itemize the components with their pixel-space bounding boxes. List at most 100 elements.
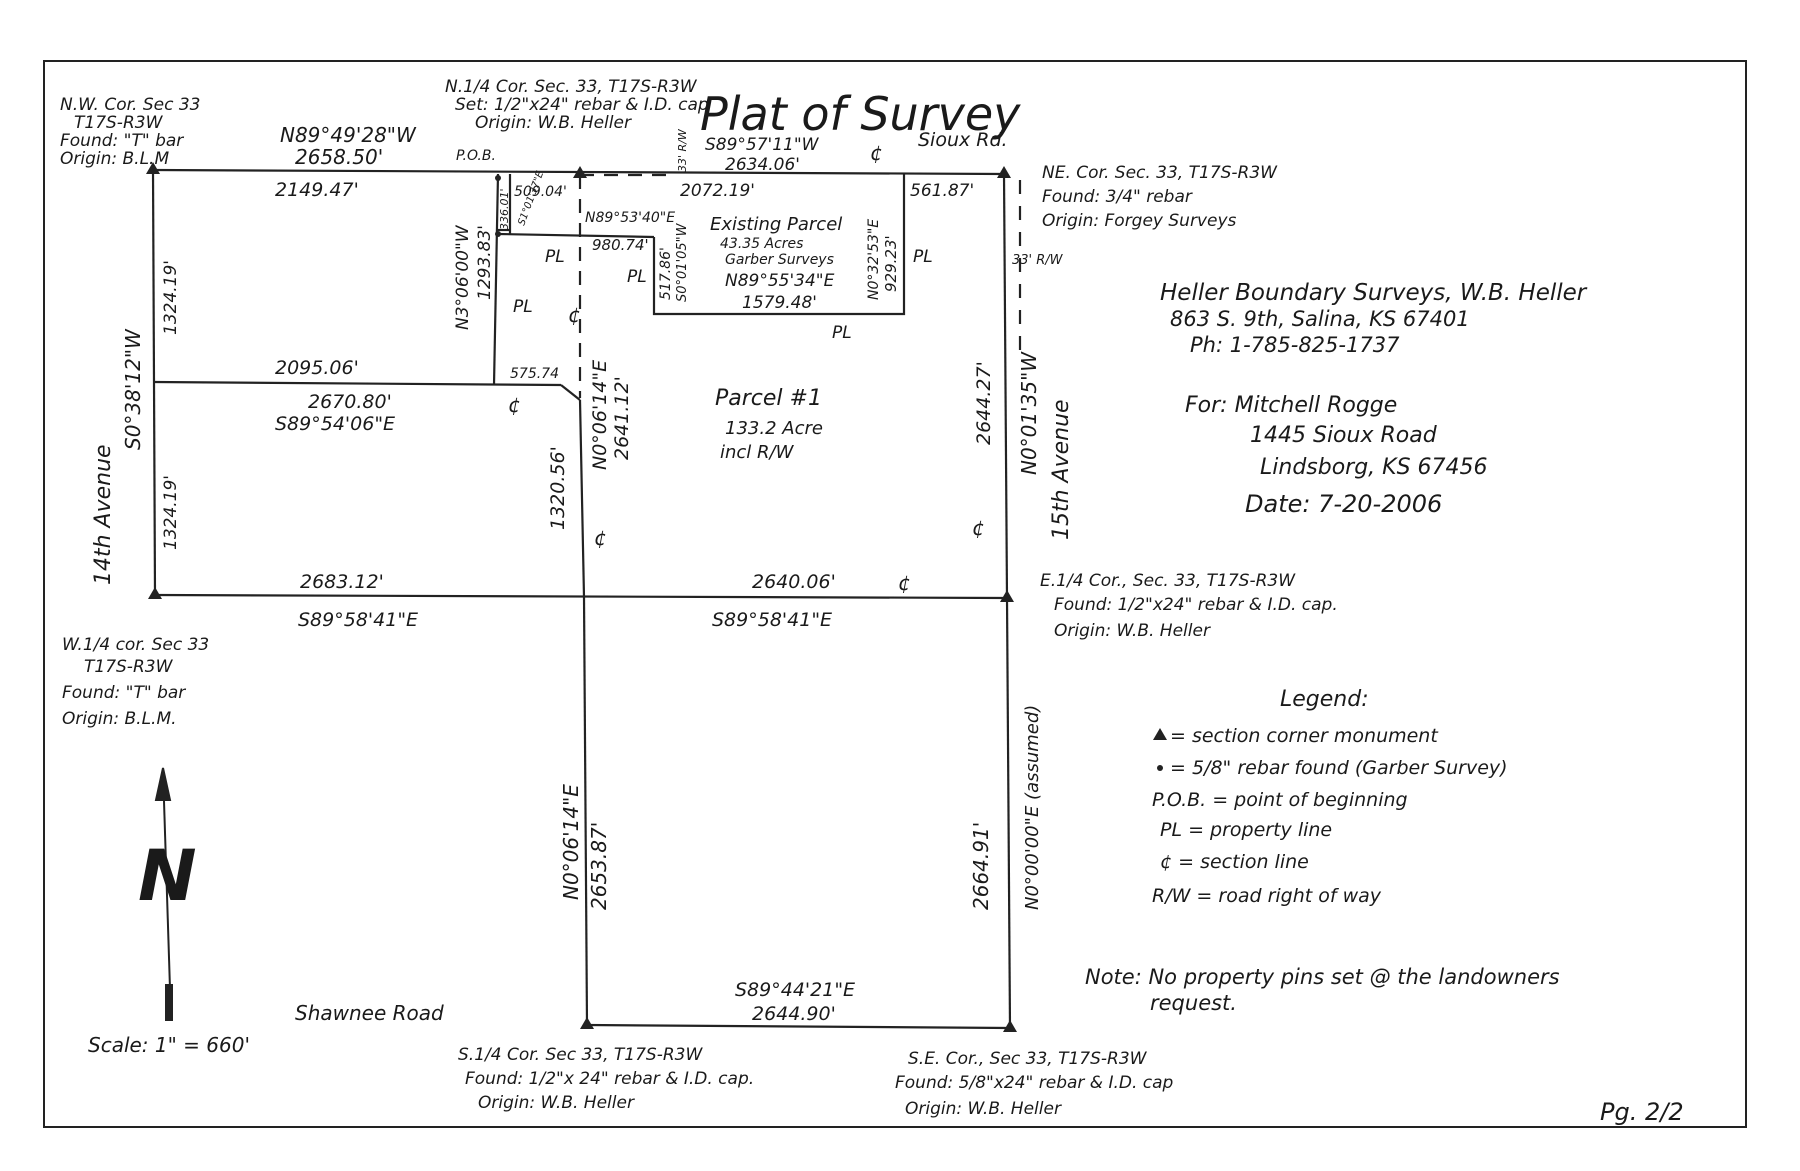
pl-marker-2: PL — [513, 297, 533, 317]
cl-marker-3: ¢ — [972, 516, 985, 540]
east-row-label: 33' R/W — [1012, 253, 1064, 268]
parcel1-title: Parcel #1 — [715, 386, 822, 411]
center-line-lower — [582, 596, 589, 1026]
client-address: 1445 Sioux Road — [1250, 423, 1438, 448]
legend-rebar-icon — [1157, 765, 1163, 771]
existing-north-dist: 980.74' — [592, 236, 649, 254]
east-upper-dist: 2644.27' — [973, 361, 995, 445]
west-bearing: S0°38'12"W — [121, 328, 145, 450]
ne-corner-l1: NE. Cor. Sec. 33, T17S-R3W — [1042, 163, 1278, 183]
mid-left-dist: 2683.12' — [300, 571, 384, 593]
nw-corner-l2: T17S-R3W — [74, 113, 164, 133]
surveyor-address: 863 S. 9th, Salina, KS 67401 — [1170, 307, 1470, 331]
west-lower-dist: 1324.19' — [161, 475, 181, 550]
legend-item-cl: ¢ = section line — [1160, 851, 1309, 873]
s14-corner-l3: Origin: W.B. Heller — [478, 1093, 635, 1113]
center-lower-bearing: N0°06'14"E — [559, 784, 583, 900]
center-upper-segment: 1320.56' — [547, 446, 569, 530]
south-dist: 2644.90' — [752, 1003, 836, 1025]
client-name: For: Mitchell Rogge — [1185, 393, 1397, 418]
north-bearing: N89°49'28"W — [280, 123, 417, 147]
e14-corner-l3: Origin: W.B. Heller — [1054, 621, 1211, 641]
survey-lines — [151, 168, 1022, 1030]
w14-corner-l1: W.1/4 cor. Sec 33 — [62, 635, 209, 655]
mid-west-dist: 2095.06' — [275, 357, 359, 379]
s14-corner-l1: S.1/4 Cor. Sec 33, T17S-R3W — [458, 1045, 703, 1065]
pl-marker-3: PL — [627, 267, 647, 287]
mid-west-line — [153, 380, 562, 387]
sheet-border — [43, 60, 1747, 1128]
page-number: Pg. 2/2 — [1600, 1098, 1684, 1126]
s14-corner-l2: Found: 1/2"x 24" rebar & I.D. cap. — [465, 1069, 754, 1089]
nw-corner-l3: Found: "T" bar — [60, 131, 184, 151]
cl-marker-4: ¢ — [898, 571, 911, 595]
parcel1-acres: 133.2 Acre — [725, 418, 823, 439]
pob-segment-dist: 509.04' — [514, 184, 567, 200]
north-arrow — [154, 767, 173, 1021]
cl-marker-6: ¢ — [568, 303, 581, 327]
legend-title: Legend: — [1280, 687, 1369, 712]
east-upper-bearing: N0°01'35"W — [1017, 351, 1041, 475]
surveyor-name: Heller Boundary Surveys, W.B. Heller — [1160, 280, 1588, 306]
north-east-total: 2634.06' — [725, 155, 800, 175]
existing-east-bearing: N0°32'53"E — [866, 219, 882, 300]
south-bearing: S89°44'21"E — [735, 979, 855, 1001]
pl-marker-1: PL — [545, 247, 565, 267]
w14-corner-l3: Found: "T" bar — [62, 683, 186, 703]
client-city: Lindsborg, KS 67456 — [1260, 455, 1488, 480]
nw-corner-l1: N.W. Cor. Sec 33 — [60, 95, 201, 115]
ne-segment-dist: 561.87' — [910, 181, 974, 201]
shawnee-road-label: Shawnee Road — [295, 1001, 444, 1025]
parcel1-row: incl R/W — [720, 442, 795, 463]
north-arrow-head — [154, 767, 172, 801]
survey-date: Date: 7-20-2006 — [1245, 490, 1442, 518]
north-arrow-shaft — [162, 769, 172, 1021]
monument-s14 — [580, 1017, 594, 1029]
scale-label: Scale: 1" = 660' — [88, 1033, 250, 1057]
existing-parcel-acres: 43.35 Acres — [720, 236, 803, 252]
monument-nw — [146, 162, 160, 174]
e14-corner-l2: Found: 1/2"x24" rebar & I.D. cap. — [1054, 595, 1338, 615]
plat-title: Plat of Survey — [700, 87, 1021, 141]
north-total: 2658.50' — [295, 145, 383, 169]
surveyor-phone: Ph: 1-785-825-1737 — [1190, 333, 1400, 357]
north-row-label: 33' R/W — [676, 128, 689, 172]
mid-right-dist: 2640.06' — [752, 571, 836, 593]
existing-west-bearing: S0°01'05"W — [675, 222, 690, 302]
east-line-upper — [1002, 173, 1009, 599]
legend-item-pl: PL = property line — [1160, 819, 1332, 841]
mid-west-segment: 575.74 — [510, 366, 559, 382]
parcel-west-bearing: N3°06'00"W — [453, 224, 473, 330]
legend-item-row: R/W = road right of way — [1152, 885, 1382, 907]
cl-marker-5: ¢ — [870, 141, 883, 165]
east-lower-bearing: N0°00'00"E (assumed) — [1022, 705, 1043, 910]
west-upper-dist: 1324.19' — [161, 260, 181, 335]
se-corner-l3: Origin: W.B. Heller — [905, 1099, 1062, 1119]
avenue-15-label: 15th Avenue — [1049, 399, 1074, 540]
north-letter: N — [138, 835, 197, 917]
monument-ne — [997, 166, 1011, 178]
monument-e14 — [1000, 590, 1014, 602]
monument-se — [1003, 1020, 1017, 1032]
center-lower-dist: 2653.87' — [587, 822, 611, 910]
e14-corner-l1: E.1/4 Cor., Sec. 33, T17S-R3W — [1040, 571, 1296, 591]
pl-marker-4: PL — [913, 247, 933, 267]
east-line-lower — [1005, 597, 1012, 1029]
existing-east-dist: 929.23' — [882, 235, 900, 292]
existing-north-line — [497, 232, 655, 239]
ne-corner-l3: Origin: Forgey Surveys — [1042, 211, 1237, 231]
rebar-found-2 — [495, 231, 501, 237]
pl-marker-5: PL — [832, 323, 852, 343]
n14-corner-l3: Origin: W.B. Heller — [475, 113, 632, 133]
legend-monument-icon — [1153, 728, 1167, 740]
center-upper-dist: 2641.12' — [611, 376, 633, 460]
se-corner-l1: S.E. Cor., Sec 33, T17S-R3W — [908, 1049, 1148, 1069]
ne-corner-l2: Found: 3/4" rebar — [1042, 187, 1193, 207]
existing-parcel-source: Garber Surveys — [725, 252, 834, 268]
mid-right-bearing: S89°58'41"E — [712, 609, 832, 631]
mid-left-bearing: S89°58'41"E — [298, 609, 418, 631]
n14-corner-l1: N.1/4 Cor. Sec. 33, T17S-R3W — [445, 77, 698, 97]
avenue-14-label: 14th Avenue — [91, 444, 116, 585]
east-lower-dist: 2664.91' — [969, 822, 993, 910]
